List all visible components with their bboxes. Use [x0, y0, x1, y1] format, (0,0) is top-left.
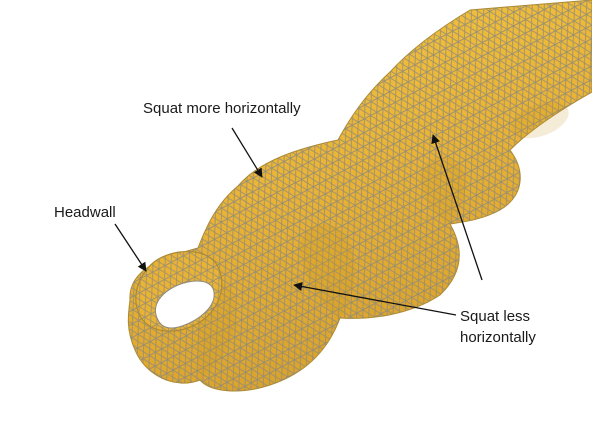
annotation-squat-more: Squat more horizontally [143, 98, 301, 119]
annotation-squat-less-line2: horizontally [460, 327, 536, 348]
annotation-squat-less-line1: Squat less [460, 306, 536, 327]
annotation-headwall: Headwall [54, 202, 116, 223]
annotation-squat-less: Squat less horizontally [460, 306, 536, 348]
arrowhead-icon [232, 128, 262, 177]
arrowhead-icon [115, 224, 146, 271]
